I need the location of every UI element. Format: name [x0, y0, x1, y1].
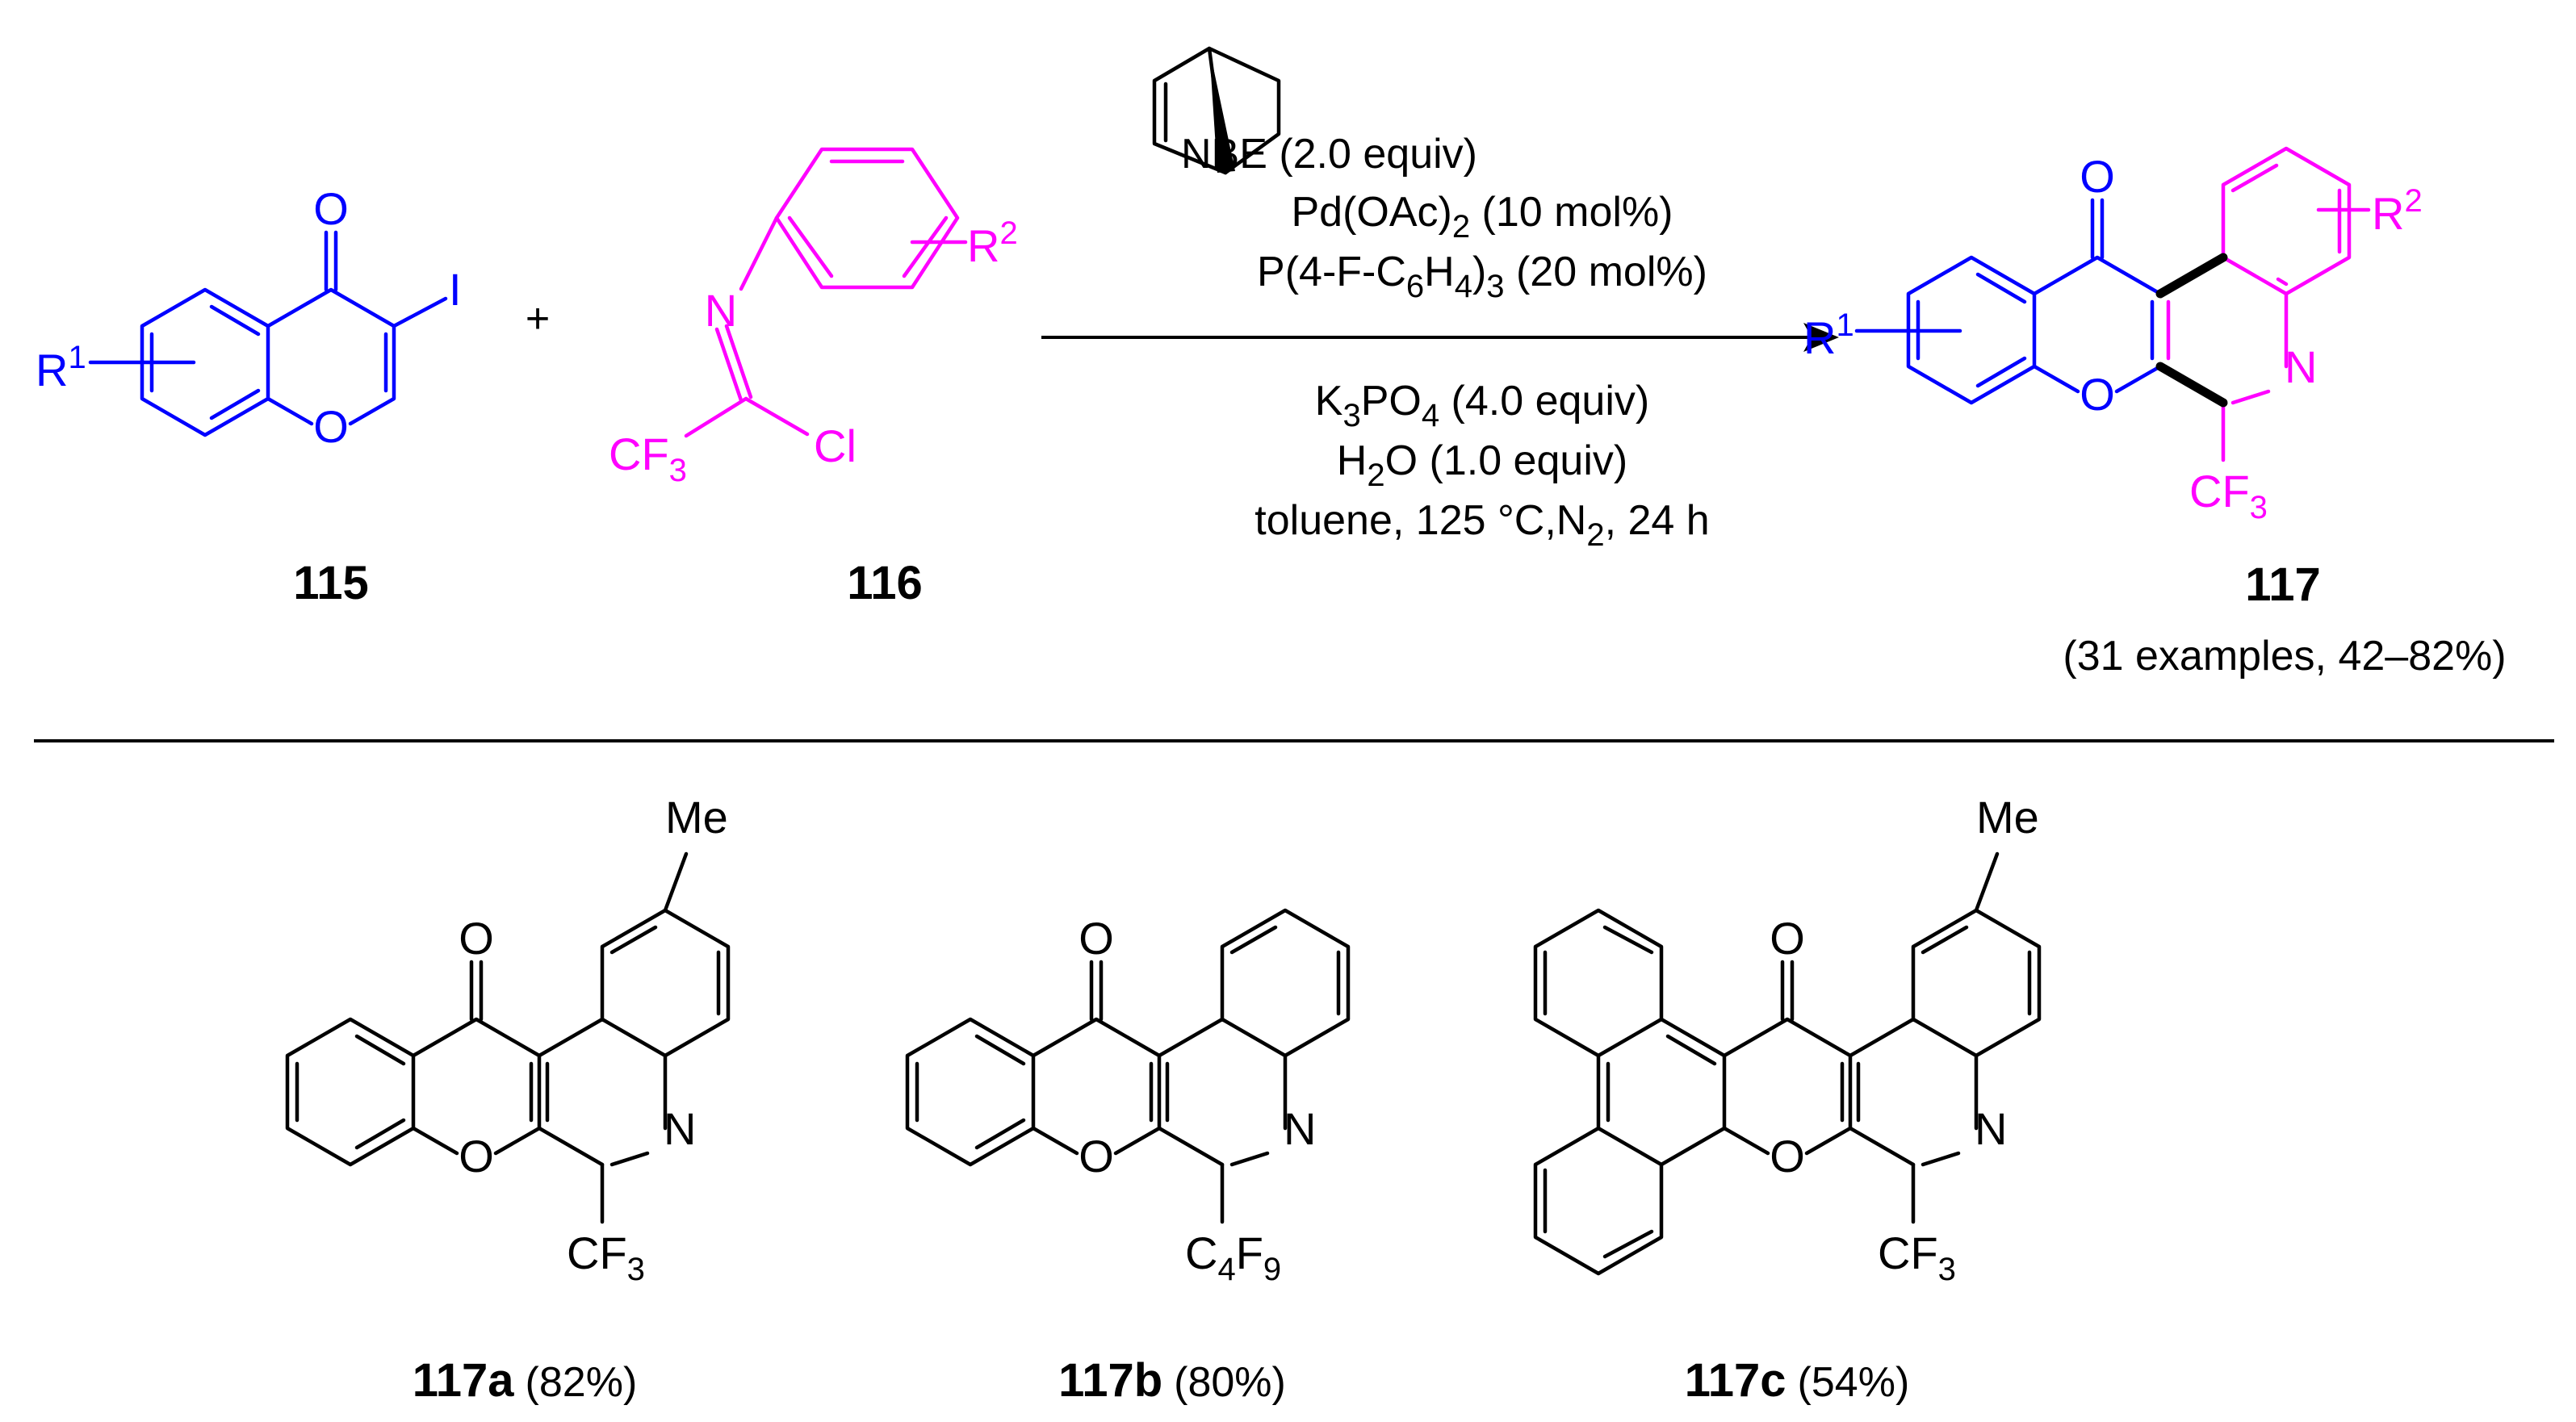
condition-water: H2O (1.0 equiv) [1337, 437, 1627, 493]
product-ring-oxygen: O [2080, 369, 2115, 420]
product-r1-label: R1 [1803, 307, 1854, 363]
example-117a-caption: 117a(82%) [413, 1354, 638, 1407]
reactant-116-structure: N Cl CF3 R2 [609, 147, 1018, 488]
compound-117-label: 117 [2245, 558, 2321, 611]
cf3-label: CF3 [609, 429, 687, 488]
reactant-115-structure: O O I R1 [36, 183, 462, 452]
norbornene-icon [1152, 46, 1281, 175]
product-ketone-oxygen: O [2080, 151, 2115, 202]
r2-label: R2 [967, 215, 1018, 271]
example-117c-ketone-o: O [1770, 913, 1805, 964]
reaction-arrow [1041, 323, 1839, 352]
example-117b-ring-n: N [1284, 1103, 1316, 1154]
example-117b-structure: O O N C4F9 [905, 908, 1351, 1287]
example-117c-structure: O O N Me CF3 [1533, 792, 2042, 1287]
product-r2-label: R2 [2372, 183, 2423, 239]
imine-nitrogen-label: N [705, 285, 737, 336]
example-117c-substituent: Me [1976, 792, 2039, 843]
example-117b-fluoroalkyl: C4F9 [1185, 1228, 1281, 1287]
example-117a-ring-n: N [664, 1103, 696, 1154]
iodine-label: I [449, 264, 462, 315]
compound-115-label: 115 [293, 557, 369, 609]
condition-catalyst: Pd(OAc)2 (10 mol%) [1291, 189, 1673, 245]
ring-oxygen-label: O [313, 401, 349, 452]
example-117c-caption: 117c(54%) [1685, 1354, 1910, 1407]
product-117-structure: O O N CF3 R1 R2 [1803, 146, 2423, 525]
example-117a-ring-o: O [459, 1131, 494, 1182]
r1-label: R1 [36, 340, 86, 395]
condition-nbe: NBE (2.0 equiv) [1181, 131, 1477, 178]
example-117c-ring-n: N [1975, 1103, 2007, 1154]
condition-base: K3PO4 (4.0 equiv) [1315, 378, 1649, 433]
product-ring-nitrogen: N [2285, 341, 2317, 392]
example-117b-ring-o: O [1079, 1131, 1114, 1182]
scope-note: (31 examples, 42–82%) [2063, 633, 2506, 680]
chlorine-label: Cl [814, 420, 857, 471]
ketone-oxygen-label: O [313, 183, 349, 234]
example-117b-caption: 117b(80%) [1058, 1354, 1286, 1407]
example-117b-ketone-o: O [1079, 913, 1114, 964]
condition-solvent-temp: toluene, 125 °C,N2, 24 h [1254, 497, 1709, 553]
example-117a-structure: O O N Me CF3 [285, 792, 731, 1287]
product-cf3-label: CF3 [2189, 466, 2268, 525]
example-117a-fluoroalkyl: CF3 [567, 1228, 645, 1287]
example-117a-substituent: Me [665, 792, 728, 843]
example-117a-ketone-o: O [459, 913, 494, 964]
example-117c-fluoroalkyl: CF3 [1878, 1228, 1956, 1287]
example-117c-ring-o: O [1770, 1131, 1805, 1182]
compound-116-label: 116 [847, 557, 923, 609]
plus-sign: + [526, 295, 550, 342]
condition-ligand: P(4-F-C6H4)3 (20 mol%) [1257, 249, 1707, 304]
